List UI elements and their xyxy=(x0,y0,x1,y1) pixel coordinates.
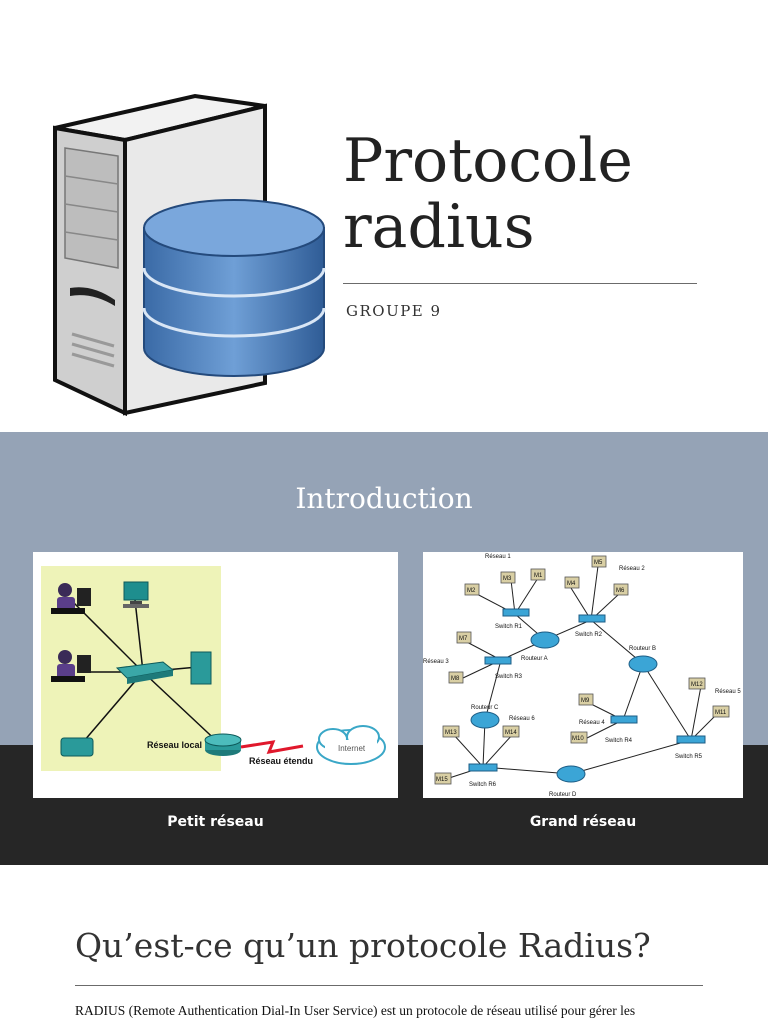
switch-r4-icon xyxy=(610,715,638,724)
pc-m3-icon xyxy=(500,571,516,584)
large-network-caption: Grand réseau xyxy=(529,814,637,830)
switch-label: Switch R2 xyxy=(575,632,603,638)
pc-m11-icon xyxy=(712,705,730,718)
switch-icon xyxy=(115,661,175,684)
wan-link xyxy=(240,740,304,754)
pc-label: M9 xyxy=(581,698,590,704)
server-icon xyxy=(190,651,212,685)
router-label: Routeur A xyxy=(521,656,548,662)
pc-label: M15 xyxy=(436,777,448,783)
switch-label: Switch R4 xyxy=(605,738,633,744)
internet-label: Internet xyxy=(338,744,366,753)
large-network-diagram: M2 M3 M1 M4 M5 M6 M7 M8 M9 M10 M12 M11 M… xyxy=(423,554,741,798)
pc-label: M4 xyxy=(567,581,576,587)
large-network-image: M2 M3 M1 M4 M5 M6 M7 M8 M9 M10 M12 M11 M… xyxy=(423,552,743,798)
small-network-caption: Petit réseau xyxy=(167,814,264,830)
router-c-icon xyxy=(470,711,500,729)
pc-m14-icon xyxy=(502,725,520,738)
database-icon xyxy=(142,199,326,377)
local-network-label: Réseau local xyxy=(147,740,202,750)
pc-label: M1 xyxy=(534,573,543,579)
hero-section: Protocole radius GROUPE 9 xyxy=(0,0,768,432)
switch-label: Switch R5 xyxy=(675,754,703,760)
pc-m9-icon xyxy=(578,693,594,706)
user-workstation-icon xyxy=(51,650,91,682)
internet-cloud-icon xyxy=(316,725,386,765)
pc-m7-icon xyxy=(456,631,472,644)
pc-label: M3 xyxy=(503,576,512,582)
switch-label: Switch R6 xyxy=(469,782,497,788)
server-database-illustration xyxy=(53,93,326,417)
title-divider xyxy=(343,283,697,284)
wide-network-label: Réseau étendu xyxy=(249,756,313,766)
switch-r2-icon xyxy=(578,614,606,623)
network-label: Réseau 1 xyxy=(485,554,511,560)
small-network-image: Réseau local Réseau étendu Internet xyxy=(33,552,398,798)
section-divider xyxy=(75,985,703,986)
intro-heading: Introduction xyxy=(295,482,473,515)
section-heading: Qu’est-ce qu’un protocole Radius? xyxy=(75,926,651,965)
title-line-1: Protocole xyxy=(343,126,633,196)
pc-label: M13 xyxy=(445,730,457,736)
section-body: RADIUS (Remote Authentication Dial-In Us… xyxy=(75,1003,636,1018)
network-label: Réseau 3 xyxy=(423,659,449,665)
page-title: Protocole radius xyxy=(343,128,633,260)
pc-m2-icon xyxy=(464,583,480,596)
switch-label: Switch R1 xyxy=(495,624,523,630)
switch-r3-icon xyxy=(484,656,512,665)
pc-m1-icon xyxy=(530,568,546,581)
pc-m10-icon xyxy=(570,731,588,744)
pc-label: M11 xyxy=(715,710,727,716)
pc-label: M12 xyxy=(691,682,703,688)
switch-r6-icon xyxy=(468,763,498,772)
subtitle: GROUPE 9 xyxy=(346,302,442,320)
pc-m13-icon xyxy=(442,725,460,738)
router-label: Routeur B xyxy=(629,646,656,652)
pc-label: M2 xyxy=(467,588,476,594)
switch-r5-icon xyxy=(676,735,706,744)
switch-label: Switch R3 xyxy=(495,674,523,680)
router-a-icon xyxy=(530,631,560,649)
router-b-icon xyxy=(628,655,658,673)
pc-m6-icon xyxy=(613,583,629,596)
small-network-diagram: Réseau local Réseau étendu Internet xyxy=(41,566,386,771)
pc-m15-icon xyxy=(434,772,452,785)
network-label: Réseau 6 xyxy=(509,716,535,722)
title-line-2: radius xyxy=(343,192,535,262)
pc-m12-icon xyxy=(688,677,706,690)
pc-label: M6 xyxy=(616,588,625,594)
network-label: Réseau 5 xyxy=(715,689,741,695)
pc-label: M5 xyxy=(594,560,603,566)
pc-m4-icon xyxy=(564,576,580,589)
user-workstation-icon xyxy=(51,583,91,614)
switch-r1-icon xyxy=(502,608,530,617)
pc-label: M7 xyxy=(459,636,468,642)
router-label: Routeur D xyxy=(549,792,577,798)
router-icon xyxy=(204,733,242,756)
pc-m8-icon xyxy=(448,671,464,684)
network-label: Réseau 4 xyxy=(579,720,605,726)
router-d-icon xyxy=(556,765,586,783)
pc-m5-icon xyxy=(591,555,607,568)
phone-icon xyxy=(60,737,94,757)
pc-label: M10 xyxy=(572,736,584,742)
monitor-icon xyxy=(123,581,149,608)
pc-label: M8 xyxy=(451,676,460,682)
pc-label: M14 xyxy=(505,730,517,736)
network-label: Réseau 2 xyxy=(619,566,645,572)
router-label: Routeur C xyxy=(471,705,499,711)
